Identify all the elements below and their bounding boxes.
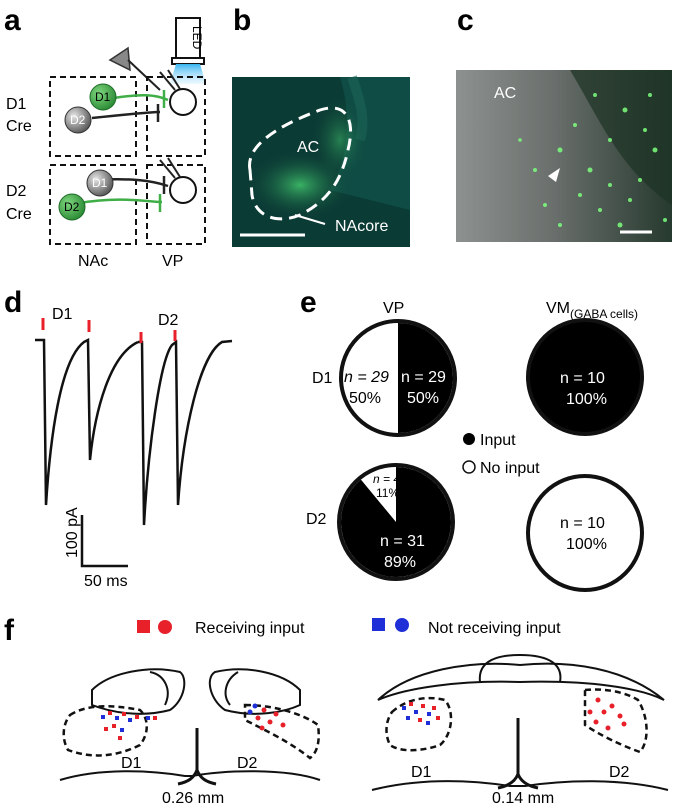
cell-d2-grey	[64, 106, 92, 134]
region-nac: NAc	[78, 253, 108, 270]
trace-label-d2: D2	[158, 312, 179, 329]
box-vp-d1	[146, 76, 206, 157]
right-d2: D2	[609, 764, 630, 781]
trace-d2	[138, 339, 233, 526]
arrowhead-icon	[548, 168, 560, 182]
pie-vp-d1: n = 29 50% n = 29 50%	[339, 319, 457, 437]
col-label-vp: VP	[383, 300, 404, 317]
legend-not-receiving: Not receiving input	[428, 620, 561, 637]
cell-d1-green	[89, 83, 117, 111]
legend-no-input: No input	[480, 460, 540, 477]
pie-vp-d2: n = 4 11% n = 31 89%	[337, 463, 455, 581]
row-label-e-d1: D1	[312, 370, 333, 387]
row-label-cre-2: Cre	[6, 206, 32, 223]
panel-label-c: c	[457, 4, 474, 37]
section-left	[59, 668, 321, 786]
cell-d1-label-1: D1	[95, 90, 111, 104]
cell-d2-label-1: D2	[70, 113, 86, 127]
vp-d2-input-pct: 89%	[384, 554, 416, 571]
output-arrow-icon	[108, 46, 131, 72]
markers-left	[101, 703, 286, 740]
region-vp: VP	[162, 253, 183, 270]
legend-receiving: Receiving input	[195, 620, 305, 637]
vm-d2-n: n = 10	[560, 515, 605, 532]
pie-vm-d2: n = 10 100%	[526, 474, 644, 592]
right-level: 0.14 mm	[492, 790, 554, 807]
panel-f-atlas: Receiving input Not receiving input	[59, 618, 669, 807]
col-label-vm: VM(GABA cells)	[546, 300, 638, 321]
markers-right	[402, 697, 627, 731]
section-right	[371, 653, 669, 791]
led-base	[171, 57, 205, 65]
vp-d2-input-n: n = 31	[380, 533, 425, 550]
left-d1: D1	[121, 755, 142, 772]
legend-blue-square-icon	[372, 618, 385, 631]
trace-label-d1: D1	[52, 306, 73, 323]
panel-b-micrograph: AC NAcore	[232, 75, 410, 247]
scale-y-label: 100 pA	[64, 507, 81, 558]
vp-d1-input-pct: 50%	[407, 390, 439, 407]
vp-neuron-1	[169, 88, 197, 116]
cell-d2-label-2: D2	[64, 200, 80, 214]
cell-d1-grey	[86, 169, 114, 197]
vp-d2-noinput-n: n = 4	[373, 472, 400, 486]
led-light-beam	[170, 64, 206, 84]
cell-d1-label-2: D1	[92, 176, 108, 190]
pie-vm-d1: n = 10 100%	[526, 318, 644, 436]
led-label: LED	[190, 26, 204, 50]
panel-label-e: e	[300, 286, 317, 319]
vp-d1-input-n: n = 29	[401, 369, 446, 386]
vp-d2-noinput-pct: 11%	[376, 486, 399, 500]
box-nac-d1	[49, 76, 137, 157]
panel-label-b: b	[233, 4, 251, 37]
legend-blue-circle-icon	[395, 618, 409, 632]
panel-c-micrograph: AC	[456, 70, 672, 242]
vp-neuron-2	[169, 176, 197, 204]
legend-red-circle-icon	[158, 620, 172, 634]
panel-label-a: a	[4, 4, 21, 37]
panel-c-ac: AC	[494, 85, 516, 102]
panel-label-f: f	[4, 614, 15, 647]
row-label-d2: D2	[6, 183, 27, 200]
panel-a-schematic: LED D1 Cre D2 Cre D1 D2 D1	[6, 17, 206, 270]
box-nac-d2	[49, 164, 137, 245]
scale-bar-d	[80, 515, 128, 568]
cell-d2-green	[58, 193, 86, 221]
scale-x-label: 50 ms	[84, 573, 128, 590]
box-vp-d2	[146, 164, 206, 245]
vm-d1-n: n = 10	[560, 370, 605, 387]
legend-input-icon	[463, 433, 475, 445]
panel-e-pies: VP VM(GABA cells) D1 D2 n = 29 50% n = 2…	[306, 300, 644, 592]
pie-vp-d1-input-slice	[398, 323, 453, 433]
panel-d-traces: D1 D2 100 pA 50 ms	[35, 306, 233, 590]
pie-vp-d2-input-slice	[340, 467, 451, 577]
legend-no-input-icon	[462, 460, 476, 474]
left-d2: D2	[237, 755, 258, 772]
ac-outline	[248, 106, 353, 221]
panel-b-nacore: NAcore	[335, 218, 388, 235]
row-label-cre-1: Cre	[6, 118, 32, 135]
vm-d2-pct: 100%	[566, 536, 607, 553]
vp-d1-noinput-n: n = 29	[344, 369, 389, 386]
right-d1: D1	[411, 764, 432, 781]
trace-d1	[35, 337, 139, 506]
panel-b-ac: AC	[297, 139, 319, 156]
panel-label-d: d	[4, 286, 22, 319]
left-level: 0.26 mm	[162, 790, 224, 807]
vm-d1-pct: 100%	[566, 391, 607, 408]
vp-d1-noinput-pct: 50%	[349, 390, 381, 407]
legend-input: Input	[480, 432, 516, 449]
legend-red-square-icon	[137, 620, 150, 633]
row-label-d1: D1	[6, 96, 27, 113]
row-label-e-d2: D2	[306, 511, 327, 528]
